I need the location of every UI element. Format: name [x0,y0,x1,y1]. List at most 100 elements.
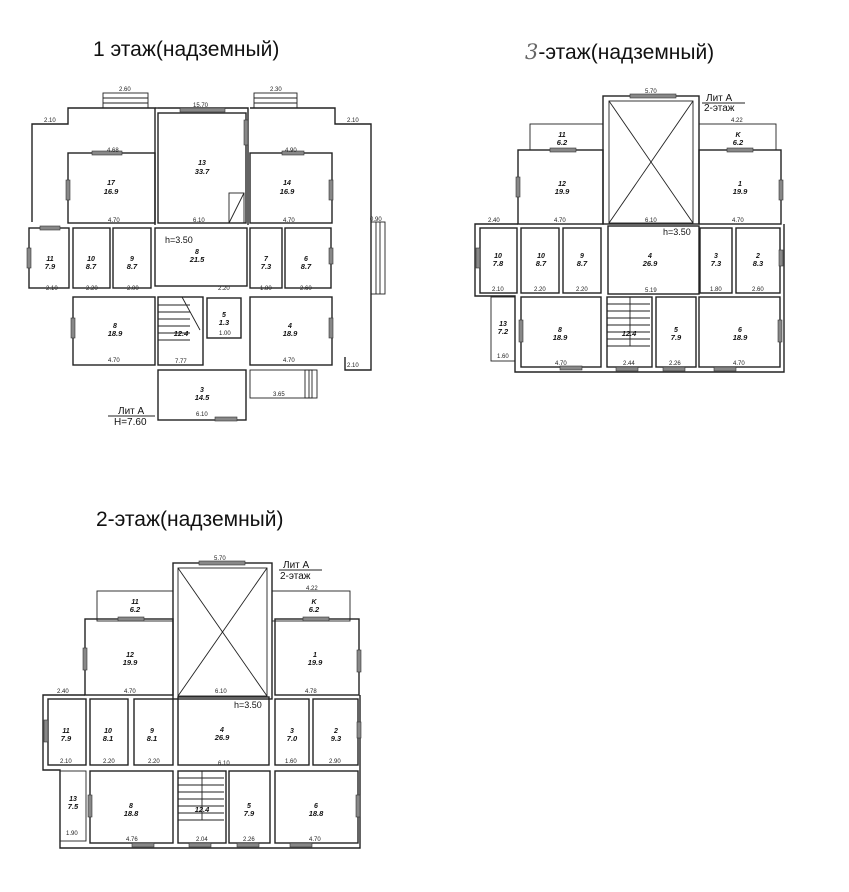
floor3-number: 3 [525,40,539,64]
room-number: 12 [558,181,566,188]
floor3-hall-4 [607,225,700,295]
room-area: 19.9 [308,658,323,667]
room-area: 12.4 [195,805,210,814]
room-number: 14 [283,180,291,187]
room-area: 7.8 [493,259,504,268]
dim: 2.10 [347,118,359,124]
room-area: 19.9 [555,187,570,196]
dim: 6.10 [196,412,208,418]
room-number: 3 [200,387,204,394]
dim: 4.68 [107,148,119,154]
room-number: 10 [494,253,502,260]
floor3-room-10b [520,227,560,294]
room-area: 8.1 [147,734,157,743]
room-number: 13 [499,321,507,328]
floor3-title-text: -этаж(надземный) [538,41,715,64]
floor2-title: 2-этаж(надземный) [96,508,284,531]
dim: 4.70 [283,218,295,224]
floor2-room-9 [133,698,174,766]
floor1-room-7 [249,227,283,289]
dim: 1.80 [710,287,722,293]
room-number: 11 [558,132,565,139]
room-number: 12 [126,652,134,659]
dim: 2.20 [534,287,546,293]
dim: 2.10 [46,286,58,292]
floor1-title: 1 этаж(надземный) [93,38,280,61]
dim: 2.00 [127,286,139,292]
room-area: 8.1 [103,734,113,743]
ceiling-height: h=3.50 [663,227,691,237]
room-area: 1.3 [219,318,230,327]
room-number: 13 [69,796,77,803]
dim: 6.10 [645,218,657,224]
room-number: 1 [738,181,742,188]
room-area: 12.4 [622,329,637,338]
room-area: 21.5 [189,255,205,264]
room-area: 6.2 [309,605,320,614]
dim: 5.70 [214,556,226,562]
dim: 4.22 [306,586,318,592]
room-area: 33.7 [195,167,210,176]
dim: 4.70 [309,837,321,843]
room-number: 2 [333,728,338,735]
floor2-plan: 5.70 Лит А 2-этаж 4.22 11 6.2 K 6.2 12 1… [42,556,362,849]
room-number: 3 [290,728,294,735]
room-number: 9 [580,253,584,260]
dim: 2.60 [119,87,131,93]
room-area: 6.2 [557,138,568,147]
room-number: 8 [129,803,133,810]
floor3-title: 3-этаж(надземный) [525,40,714,65]
floor1-plan: 2.60 2.30 15.70 2.10 2.10 2.10 4.68 4.90… [26,87,386,428]
lit-label: Лит А [283,560,310,571]
room-number: K [311,599,317,606]
dim: 2.20 [86,286,98,292]
dim: 2.60 [300,286,312,292]
dim: 1.60 [285,759,297,765]
dim: 1.60 [497,354,509,360]
floor1-room-9 [112,227,152,289]
room-number: 4 [287,323,292,330]
dim: 4.22 [731,118,743,124]
room-area: 7.9 [45,262,56,271]
dim: 2.26 [243,837,255,843]
room-number: 9 [130,256,134,263]
dim: 4.90 [285,148,297,154]
dim: 5.19 [645,288,657,294]
dim: 2.10 [347,363,359,369]
room-number: 1 [313,652,317,659]
floor2-hall-4 [177,696,270,766]
room-number: 11 [46,256,53,263]
floor1-hall [154,227,248,287]
lit-sub-label: 2-этаж [280,571,311,582]
floor3-void [602,95,700,225]
room-number: 7 [264,256,269,263]
room-number: K [735,132,741,139]
room-number: 2 [755,253,760,260]
room-number: 4 [647,253,652,260]
dim: 4.70 [124,689,136,695]
dim: 4.76 [126,837,138,843]
total-height-label: H=7.60 [114,417,147,428]
ceiling-height: h=3.50 [234,700,262,710]
room-area: 19.9 [123,658,138,667]
room-area: 7.3 [261,262,272,271]
dim: 2.10 [44,118,56,124]
dim: 6.10 [215,689,227,695]
dim: 5.70 [645,89,657,95]
floor2-room-13 [59,770,87,842]
room-area: 18.9 [108,329,123,338]
room-number: 4 [219,727,224,734]
room-number: 6 [738,327,742,334]
room-number: 13 [198,160,206,167]
lit-label: Лит А [118,406,145,417]
dim: 2.30 [270,87,282,93]
room-number: 10 [87,256,95,263]
room-number: 11 [131,599,138,606]
dim: 2.10 [492,287,504,293]
room-number: 8 [558,327,562,334]
room-area: 7.3 [711,259,722,268]
floor2-room-1 [274,618,360,696]
room-number: 17 [107,180,116,187]
dim: 3.65 [273,392,285,398]
room-area: 16.9 [104,187,119,196]
